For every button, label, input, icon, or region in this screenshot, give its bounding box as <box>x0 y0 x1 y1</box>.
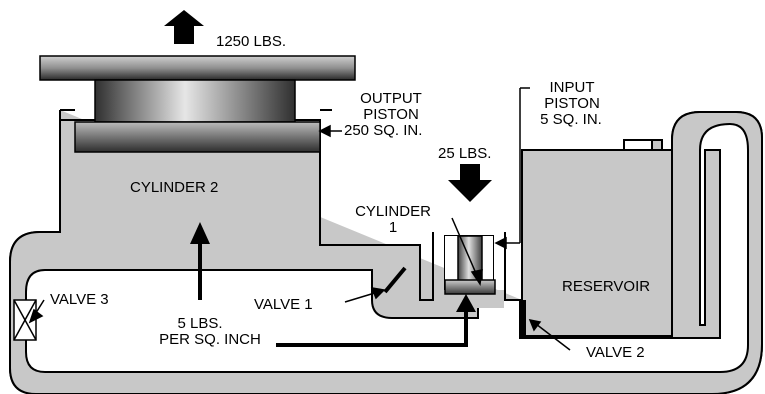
cylinder-2-label: CYLINDER 2 <box>130 179 219 196</box>
input-piston-label-line1: INPUT <box>549 79 595 96</box>
press-plate <box>39 55 356 81</box>
valve-1-label: VALVE 1 <box>254 296 313 313</box>
input-piston-head <box>444 279 496 295</box>
output-piston-label-line1: OUTPUT <box>360 90 422 107</box>
reservoir-label: RESERVOIR <box>562 278 651 295</box>
cylinder-1-label-line1: CYLINDER <box>355 203 431 220</box>
pressure-arrow-to-piston <box>276 294 476 347</box>
valve-2-label: VALVE 2 <box>586 344 645 361</box>
leader-lines <box>28 87 571 351</box>
reservoir-tank <box>521 149 673 337</box>
input-force-arrow <box>448 164 492 202</box>
input-piston-label-line2: PISTON <box>544 95 600 112</box>
output-force-arrow <box>164 10 204 44</box>
cylinder-1-label-line2: 1 <box>388 219 398 236</box>
output-force-label: 1250 LBS. <box>216 33 287 50</box>
valve-3 <box>13 299 37 341</box>
valve-1 <box>383 266 407 294</box>
output-piston <box>74 121 321 153</box>
pressure-label-line1: 5 LBS. <box>177 315 223 332</box>
output-piston-area-label: 250 SQ. IN. <box>344 122 423 139</box>
output-piston-label-line2: PISTON <box>363 106 419 123</box>
valve-3-label: VALVE 3 <box>50 291 109 308</box>
inner-channel <box>25 122 749 373</box>
pressure-label-line2: PER SQ. INCH <box>159 331 261 348</box>
reservoir-filler <box>623 139 653 151</box>
input-piston-area-label: 5 SQ. IN. <box>540 111 602 128</box>
pressure-arrow-up <box>190 222 210 300</box>
input-force-label: 25 LBS. <box>438 145 492 162</box>
output-ram <box>94 79 296 123</box>
